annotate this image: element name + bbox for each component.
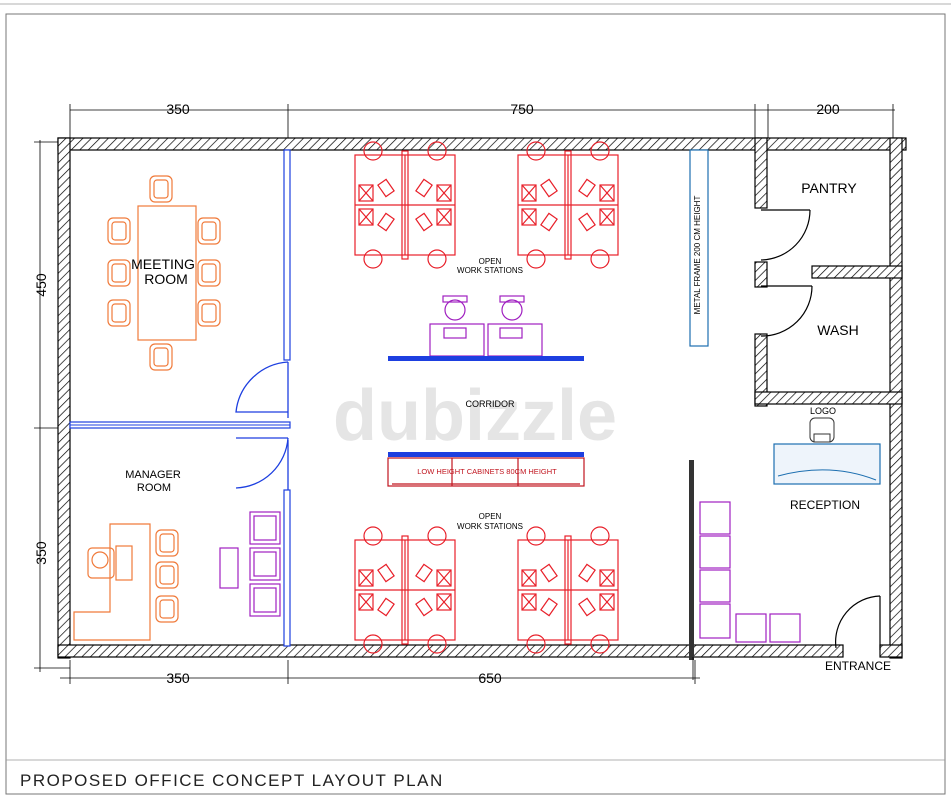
glass-counter-top xyxy=(388,356,584,361)
metal-frame-label: METAL FRAME 200 CM HEIGHT xyxy=(693,196,702,315)
workstation-cluster-top-left xyxy=(354,141,456,269)
dim-bottom-middle: 650 xyxy=(478,670,502,686)
dim-left-lower: 350 xyxy=(33,541,49,565)
plan-title: PROPOSED OFFICE CONCEPT LAYOUT PLAN xyxy=(20,771,444,790)
logo-label: LOGO xyxy=(810,406,836,416)
wash-label: WASH xyxy=(817,322,858,338)
meeting-table xyxy=(107,175,221,371)
dim-bottom-left: 350 xyxy=(166,670,190,686)
meeting-room-label-1: MEETING xyxy=(131,256,195,272)
purple-desks xyxy=(429,295,543,357)
corridor-label: CORRIDOR xyxy=(466,399,515,409)
open-ws-top-label-2: WORK STATIONS xyxy=(457,266,523,275)
walls xyxy=(57,137,907,660)
dim-top-left: 350 xyxy=(166,101,190,117)
manager-desk xyxy=(73,523,179,641)
open-ws-top-label-1: OPEN xyxy=(479,257,502,266)
metal-frame xyxy=(689,149,709,347)
open-ws-bottom-label-1: OPEN xyxy=(479,512,502,521)
dim-top-middle: 750 xyxy=(510,101,534,117)
low-height-cabinets xyxy=(387,457,585,487)
entrance-label: ENTRANCE xyxy=(825,659,891,673)
open-ws-bottom-label-2: WORK STATIONS xyxy=(457,522,523,531)
reception-label: RECEPTION xyxy=(790,498,860,512)
glass-partition xyxy=(283,149,291,647)
manager-sofa xyxy=(219,511,281,617)
entrance-door xyxy=(835,595,881,650)
wash-door xyxy=(760,285,813,337)
waiting-seats xyxy=(699,501,801,643)
watermark: dubizzle xyxy=(333,376,617,456)
dim-top-right: 200 xyxy=(816,101,840,117)
meeting-room-door xyxy=(235,361,289,418)
meeting-room-label-2: ROOM xyxy=(144,271,188,287)
workstation-cluster-bottom-left xyxy=(354,526,456,654)
manager-room-door xyxy=(235,437,289,490)
meeting-manager-partition xyxy=(69,421,291,429)
pantry-label: PANTRY xyxy=(801,180,857,196)
manager-room-label-2: ROOM xyxy=(137,482,171,494)
cabinets-label: LOW HEIGHT CABINETS 80CM HEIGHT xyxy=(417,467,557,476)
dim-left-upper: 450 xyxy=(33,273,49,297)
pantry-door xyxy=(760,209,811,261)
manager-room-label-1: MANAGER xyxy=(125,469,181,481)
workstation-cluster-top-right xyxy=(517,141,619,269)
workstation-cluster-bottom-right xyxy=(517,526,619,654)
reception-desk xyxy=(773,417,881,485)
glass-counter-bottom xyxy=(388,452,584,457)
